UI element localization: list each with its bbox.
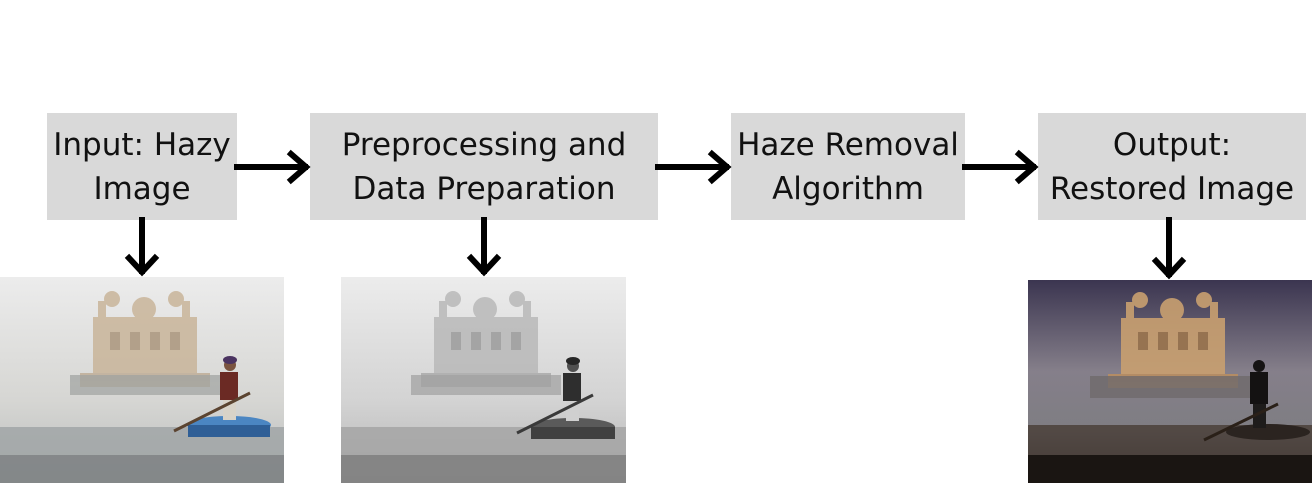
step-haze-removal-label-line2: Algorithm	[772, 170, 924, 207]
step-output-label-line2: Restored Image	[1049, 170, 1295, 207]
step-haze-removal-box: Haze Removal Algorithm	[731, 113, 965, 220]
arrow-input-to-preprocessing	[234, 149, 311, 185]
step-haze-removal-label-line1: Haze Removal	[737, 126, 959, 163]
step-preprocessing-label-line1: Preprocessing and	[341, 126, 627, 163]
step-output-box: Output: Restored Image	[1038, 113, 1306, 220]
step-input-label-line2: Image	[93, 170, 191, 207]
step-preprocessing-box: Preprocessing and Data Preparation	[310, 113, 658, 220]
step-output-label-line1: Output:	[1112, 126, 1232, 163]
arrow-input-to-image	[124, 217, 160, 277]
preprocessed-photo	[341, 277, 626, 483]
restored-output-photo	[1028, 280, 1312, 483]
arrow-output-to-image	[1151, 217, 1187, 280]
step-input-box: Input: Hazy Image	[47, 113, 237, 220]
step-input-label-line1: Input: Hazy	[53, 126, 231, 163]
hazy-input-photo	[0, 277, 284, 483]
step-preprocessing-label-line2: Data Preparation	[352, 170, 616, 207]
arrow-preprocessing-to-algorithm	[655, 149, 732, 185]
arrow-preprocessing-to-image	[466, 217, 502, 277]
arrow-algorithm-to-output	[962, 149, 1039, 185]
